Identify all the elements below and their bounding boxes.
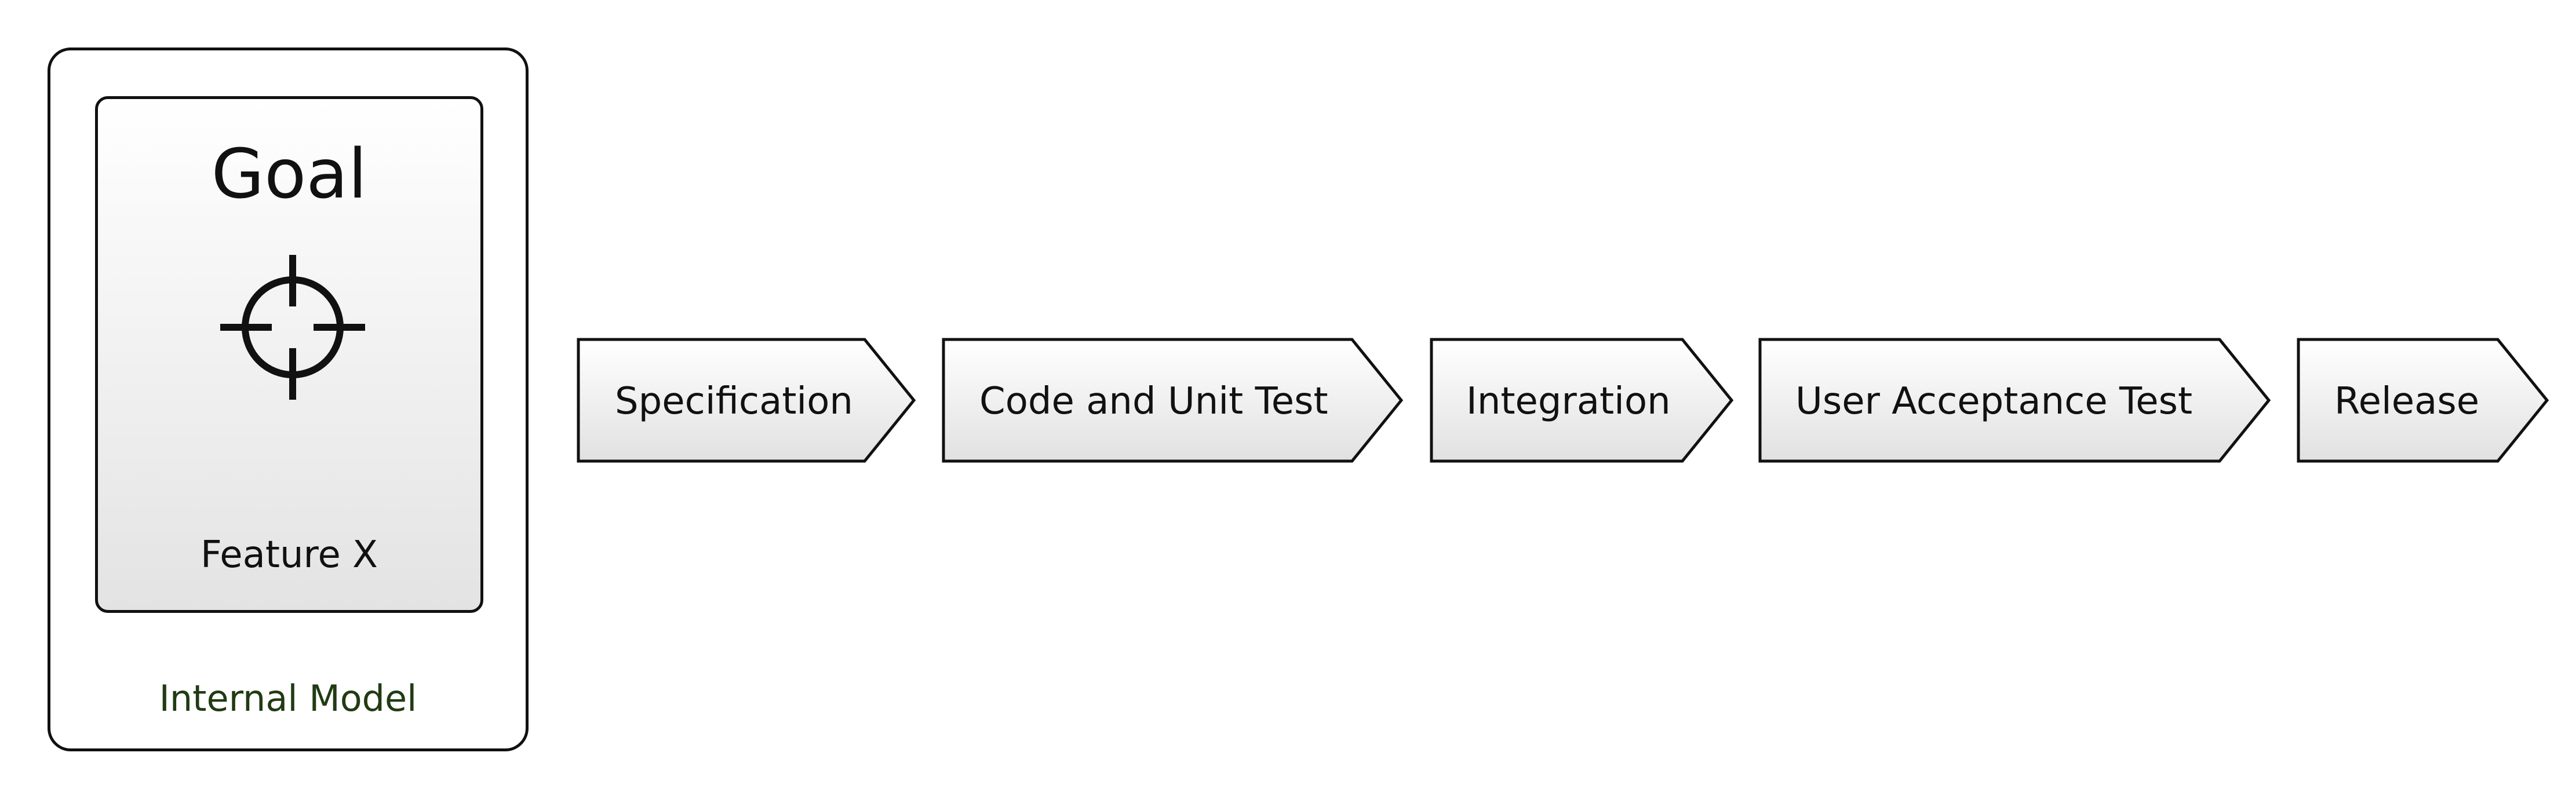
step-user-acceptance-test: User Acceptance Test (1758, 338, 2271, 463)
crosshair-target-icon (220, 255, 365, 400)
goal-card: Goal Feature X (95, 96, 483, 613)
step-release-label: Release (2334, 380, 2479, 423)
goal-title: Goal (211, 134, 367, 214)
step-specification: Specification (577, 338, 916, 463)
step-integration: Integration (1430, 338, 1734, 463)
step-user-acceptance-test-label: User Acceptance Test (1795, 380, 2192, 423)
step-code-and-unit-test: Code and Unit Test (942, 338, 1404, 463)
step-integration-label: Integration (1466, 380, 1671, 423)
step-release: Release (2297, 338, 2549, 463)
feature-label: Feature X (200, 534, 378, 576)
internal-model-label: Internal Model (159, 677, 417, 719)
step-specification-label: Specification (615, 380, 853, 423)
step-code-and-unit-test-label: Code and Unit Test (979, 380, 1328, 423)
